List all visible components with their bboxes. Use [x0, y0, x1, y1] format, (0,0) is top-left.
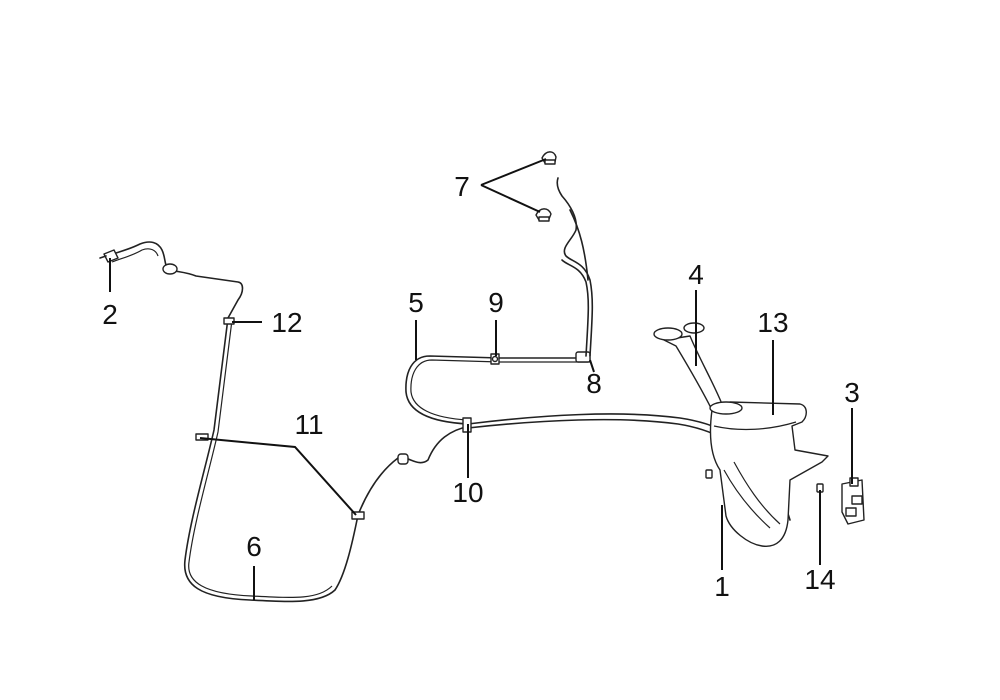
hose-loop [162, 263, 178, 275]
rear-washer-nozzle [99, 249, 119, 263]
filler-cap-ring [683, 322, 705, 334]
clip-11a [195, 433, 209, 441]
filler-neck [653, 322, 723, 411]
washer-nozzle-upper [541, 151, 557, 165]
clip-9-hole [491, 355, 499, 363]
callout-8: 8 [586, 368, 602, 399]
callout-numbers: 2 12 11 6 5 9 8 7 10 4 13 3 1 14 [102, 171, 860, 602]
callout-12: 12 [271, 307, 302, 338]
rear-washer-hose [109, 241, 471, 603]
front-nozzle-hoses [556, 177, 594, 357]
hose-joint [397, 453, 409, 465]
callout-14: 14 [804, 564, 835, 595]
washer-reservoir [709, 401, 829, 547]
filler-cap [653, 327, 683, 341]
callout-11: 11 [294, 409, 323, 440]
callout-3: 3 [844, 377, 860, 408]
callout-7: 7 [454, 171, 470, 202]
callout-1: 1 [714, 571, 730, 602]
washer-pump [841, 477, 865, 525]
callout-6: 6 [246, 531, 262, 562]
tank-neck [709, 401, 743, 415]
clip-11b [351, 511, 365, 520]
leader-lines [109, 158, 853, 600]
callout-5: 5 [408, 287, 424, 318]
callout-4: 4 [688, 259, 704, 290]
callout-2: 2 [102, 299, 118, 330]
callout-13: 13 [757, 307, 788, 338]
connector-8 [575, 351, 591, 363]
callout-10: 10 [452, 477, 483, 508]
fastener-tank [705, 469, 713, 479]
callout-9: 9 [488, 287, 504, 318]
